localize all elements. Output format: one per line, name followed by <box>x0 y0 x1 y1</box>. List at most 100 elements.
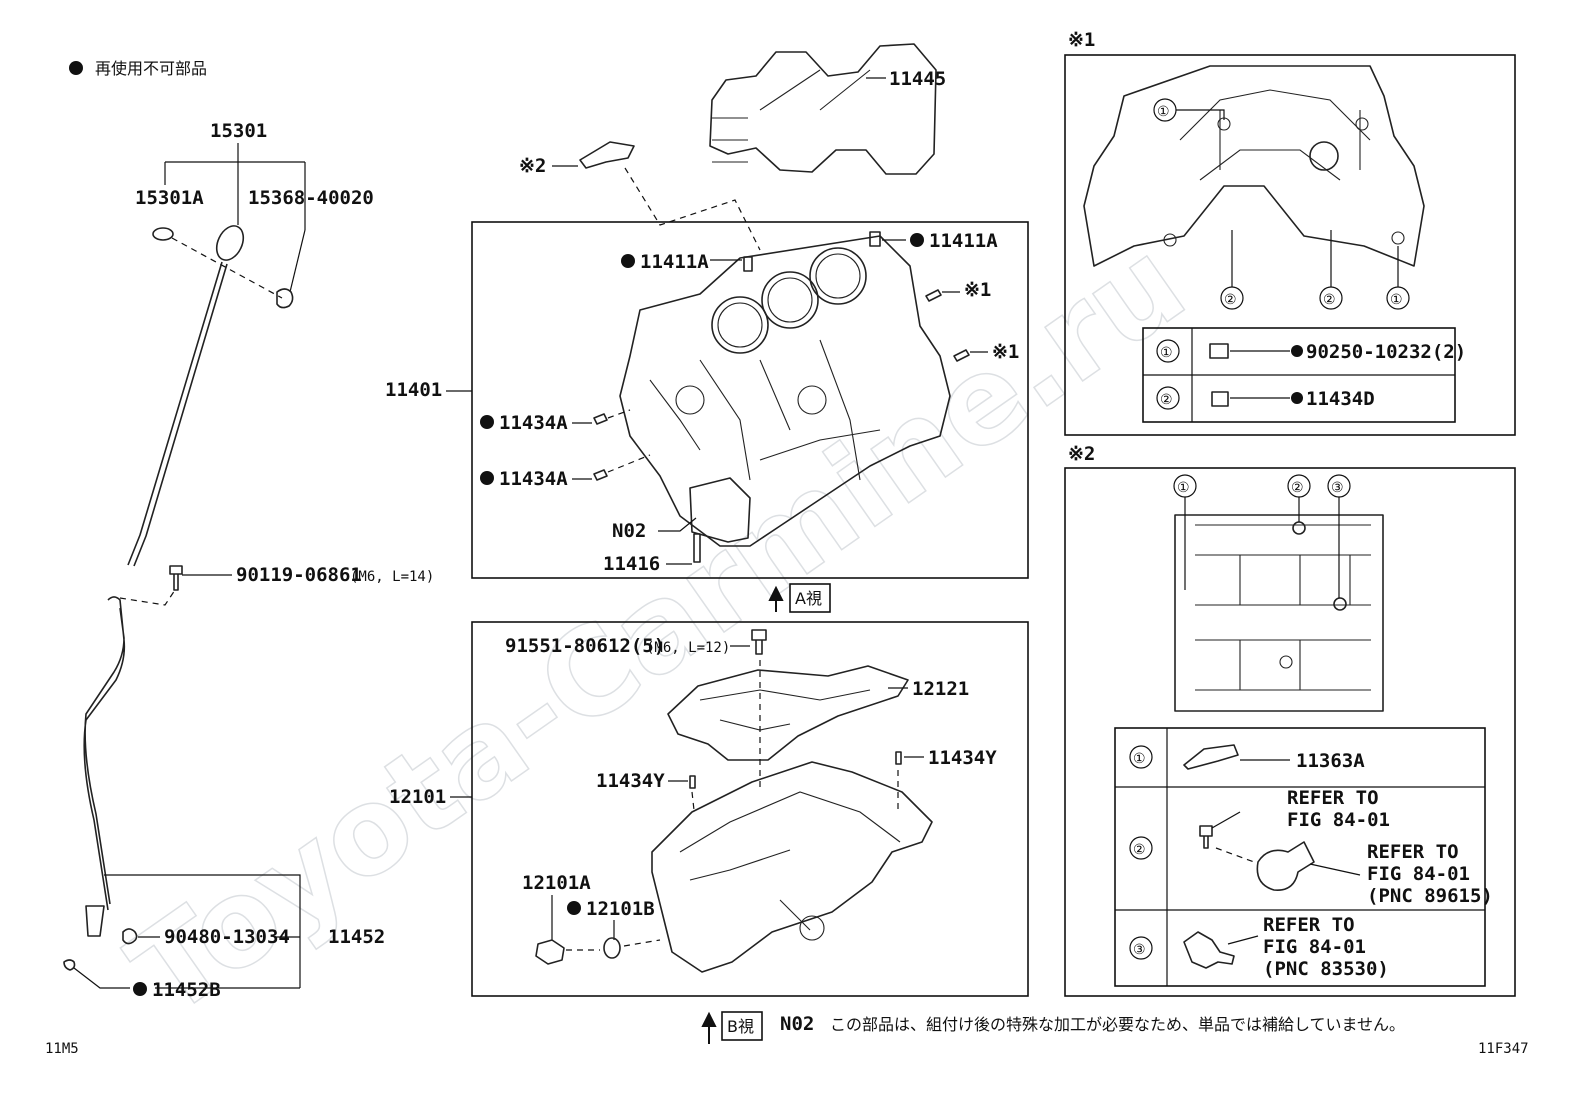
inset2-frame <box>1064 467 1516 997</box>
label-12101A: 12101A <box>522 872 591 894</box>
inset2-marker: ※2 <box>1068 443 1095 465</box>
label-90119-spec: (M6, L=14) <box>350 569 434 585</box>
inset1-callout-1a: ① <box>1157 104 1170 120</box>
label-11416: 11416 <box>603 553 660 575</box>
note-code: N02 <box>780 1013 814 1035</box>
label-11434Y-left: 11434Y <box>596 770 665 792</box>
retainer-icon <box>276 288 294 309</box>
plug-icon <box>953 349 970 362</box>
label-12101: 12101 <box>389 786 446 808</box>
pin-icon <box>743 256 753 272</box>
plug-icon <box>925 289 942 302</box>
non-reusable-dot-icon <box>480 471 494 485</box>
label-15368-40020: 15368-40020 <box>248 187 374 209</box>
inset1-callout-2b: ② <box>1323 292 1336 308</box>
label-12121: 12121 <box>912 678 969 700</box>
label-kome1-a: ※1 <box>964 279 991 301</box>
dowel-pin-icon <box>1209 343 1229 359</box>
inset2-row3-num: ③ <box>1133 942 1146 958</box>
inset2-row3-ref2: FIG 84-01 <box>1263 936 1366 958</box>
inset1-callout-2a: ② <box>1224 292 1237 308</box>
dipstick-group: 15301 15301A 15368-40020 90119-06861 (M6… <box>63 120 434 1001</box>
knock-sensor-icon <box>1256 841 1315 891</box>
inset2-row2-ref5: (PNC 89615) <box>1367 885 1493 907</box>
inset2-row2-ref2: FIG 84-01 <box>1287 809 1390 831</box>
note-text: この部品は、組付け後の特殊な加工が必要なため、単品では補給していません。 <box>830 1015 1405 1034</box>
label-11445: 11445 <box>889 68 946 90</box>
plug-icon <box>593 469 608 481</box>
view-arrow-icon <box>701 1011 717 1044</box>
bolt-icon <box>751 629 767 655</box>
inset2-callout-2: ② <box>1291 480 1304 496</box>
inset1-row1-part: 90250-10232(2) <box>1306 341 1466 363</box>
block-outline-icon <box>1083 65 1425 267</box>
label-15301A: 15301A <box>135 187 204 209</box>
insulator-11445: 11445 <box>709 43 946 175</box>
inset2-callout-3: ③ <box>1331 480 1344 496</box>
label-kome1-b: ※1 <box>992 341 1019 363</box>
non-reusable-dot-icon <box>1291 345 1303 357</box>
view-arrow-icon <box>768 585 784 612</box>
label-90119-06861: 90119-06861 <box>236 564 362 586</box>
inset1-frame <box>1064 54 1516 436</box>
label-11434A-2: 11434A <box>499 468 568 490</box>
label-91551-spec: (M6, L=12) <box>646 640 730 656</box>
plug-icon <box>593 413 608 425</box>
label-11434A-1: 11434A <box>499 412 568 434</box>
inset1-callout-1b: ① <box>1390 292 1403 308</box>
inset2-row2-ref3: REFER TO <box>1367 841 1459 863</box>
footer-left-code: 11M5 <box>45 1041 79 1057</box>
label-91551-80612: 91551-80612(5) <box>505 635 665 657</box>
view-a-label: A視 <box>795 589 822 608</box>
inset1-row2-part: 11434D <box>1306 388 1375 410</box>
inset2-row1-num: ① <box>1133 751 1146 767</box>
label-11452: 11452 <box>328 926 385 948</box>
non-reusable-dot-icon <box>621 254 635 268</box>
bolt-icon <box>1199 825 1213 849</box>
legend-text: 再使用不可部品 <box>95 59 207 78</box>
plug-icon <box>1211 391 1229 407</box>
guide-tube-icon <box>83 596 126 911</box>
plug-icon <box>689 775 696 789</box>
label-12101B: 12101B <box>586 898 655 920</box>
inset2-row2-ref1: REFER TO <box>1287 787 1379 809</box>
insulator-icon <box>709 43 937 175</box>
non-reusable-dot-icon <box>69 61 83 75</box>
inset2-row3-ref1: REFER TO <box>1263 914 1355 936</box>
bolt-icon <box>169 565 183 591</box>
plug-icon <box>895 751 902 765</box>
view-b-label: B視 <box>727 1017 754 1036</box>
baffle-plate-icon <box>667 665 909 761</box>
label-kome2-top: ※2 <box>519 155 546 177</box>
bearing-cap-icon <box>689 477 751 543</box>
pin-icon <box>869 231 881 247</box>
guide-tube-end-icon <box>85 905 105 937</box>
label-N02: N02 <box>612 520 646 542</box>
o-ring-small-icon <box>63 959 76 971</box>
gasket-icon <box>122 928 138 945</box>
o-ring-icon <box>152 227 174 241</box>
block-bottom-view <box>1174 514 1384 712</box>
block-end-view <box>1083 65 1425 267</box>
inset2-callout-1: ① <box>1177 480 1190 496</box>
inset2-row2-ref4: FIG 84-01 <box>1367 863 1470 885</box>
inset2-table <box>1114 727 1486 987</box>
label-11411A-left: 11411A <box>640 251 709 273</box>
non-reusable-dot-icon <box>910 233 924 247</box>
inset2-row3-ref3: (PNC 83530) <box>1263 958 1389 980</box>
watermark: Toyota-Carmine.ru <box>107 214 1210 1044</box>
non-reusable-dot-icon <box>133 982 147 996</box>
dipstick-shaft-icon <box>127 261 228 567</box>
non-reusable-dot-icon <box>567 901 581 915</box>
non-reusable-dot-icon <box>480 415 494 429</box>
cylinder-block <box>619 235 951 547</box>
cylinder-block-icon <box>619 235 951 547</box>
inset1-marker: ※1 <box>1068 29 1095 51</box>
label-11452B: 11452B <box>152 979 221 1001</box>
non-reusable-dot-icon <box>1291 392 1303 404</box>
gasket-icon <box>603 937 621 959</box>
bracket-icon <box>579 141 635 169</box>
drain-plug-icon <box>535 939 565 965</box>
block-bottom-icon <box>1174 514 1384 712</box>
